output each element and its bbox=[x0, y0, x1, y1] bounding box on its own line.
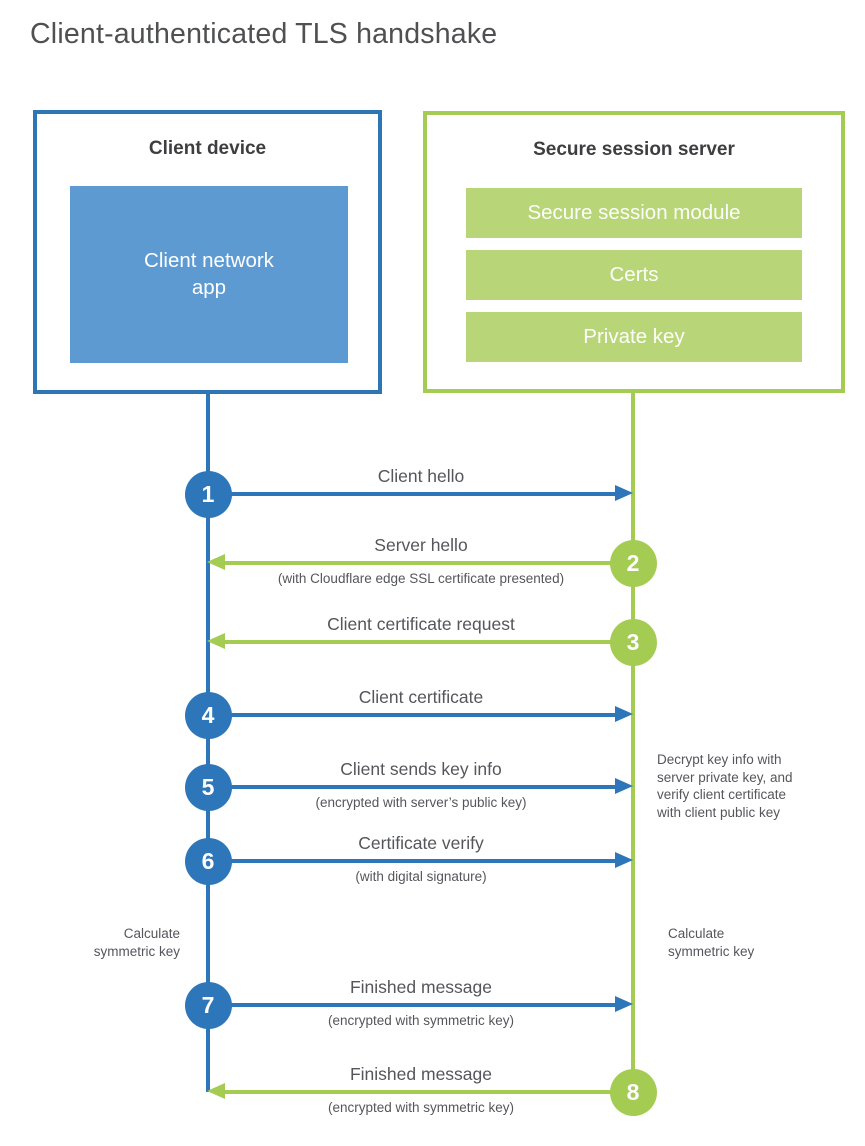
step-number-badge: 4 bbox=[184, 691, 232, 739]
message-sublabel: (encrypted with symmetric key) bbox=[327, 1013, 515, 1028]
client-lifeline bbox=[205, 392, 211, 1092]
client-calculate-symmetric-key-note: Calculate symmetric key bbox=[93, 926, 180, 959]
arrowhead-right-icon bbox=[615, 852, 633, 868]
server-module-private-key: Private key bbox=[466, 312, 802, 362]
arrowhead-left-icon bbox=[207, 1083, 225, 1099]
arrow-shaft bbox=[208, 712, 616, 718]
client-network-app-box: Client network app bbox=[70, 186, 348, 363]
server-module-secure-session-module: Secure session module bbox=[466, 188, 802, 238]
message-label: Client certificate bbox=[358, 687, 484, 707]
arrow-shaft bbox=[224, 560, 633, 566]
secure-session-server-title: Secure session server bbox=[533, 139, 735, 160]
message-label: Client sends key info bbox=[340, 759, 502, 779]
arrow-shaft bbox=[208, 1002, 616, 1008]
message-label: Certificate verify bbox=[358, 833, 484, 853]
arrow-shaft bbox=[224, 1089, 633, 1095]
step-number-badge: 2 bbox=[609, 539, 657, 587]
arrow-shaft bbox=[224, 639, 633, 645]
arrowhead-right-icon bbox=[615, 485, 633, 501]
message-sublabel: (encrypted with server’s public key) bbox=[315, 795, 527, 810]
step-number-badge: 1 bbox=[184, 470, 232, 518]
arrow-shaft bbox=[208, 858, 616, 864]
page-title: Client-authenticated TLS handshake bbox=[30, 18, 498, 50]
arrow-shaft bbox=[208, 784, 616, 790]
step-number-badge: 8 bbox=[609, 1068, 657, 1116]
server-lifeline bbox=[630, 390, 636, 1092]
arrowhead-left-icon bbox=[207, 633, 225, 649]
message-sublabel: (with Cloudflare edge SSL certificate pr… bbox=[277, 571, 565, 586]
step-number-badge: 5 bbox=[184, 763, 232, 811]
client-device-title: Client device bbox=[148, 138, 267, 159]
arrowhead-right-icon bbox=[615, 996, 633, 1012]
step-number-badge: 7 bbox=[184, 981, 232, 1029]
message-label: Finished message bbox=[349, 977, 493, 997]
server-calculate-symmetric-key-note: Calculate symmetric key bbox=[668, 926, 755, 959]
step-number-badge: 6 bbox=[184, 837, 232, 885]
server-decrypt-note: Decrypt key info with server private key… bbox=[657, 752, 793, 820]
message-sublabel: (encrypted with symmetric key) bbox=[327, 1100, 515, 1115]
arrowhead-right-icon bbox=[615, 706, 633, 722]
message-label: Finished message bbox=[349, 1064, 493, 1084]
message-label: Server hello bbox=[374, 535, 468, 555]
server-module-certs: Certs bbox=[466, 250, 802, 300]
arrow-shaft bbox=[208, 491, 616, 497]
arrowhead-right-icon bbox=[615, 778, 633, 794]
message-label: Client certificate request bbox=[327, 614, 515, 634]
step-number-badge: 3 bbox=[609, 618, 657, 666]
arrowhead-left-icon bbox=[207, 554, 225, 570]
message-label: Client hello bbox=[377, 466, 465, 486]
message-sublabel: (with digital signature) bbox=[355, 869, 487, 884]
